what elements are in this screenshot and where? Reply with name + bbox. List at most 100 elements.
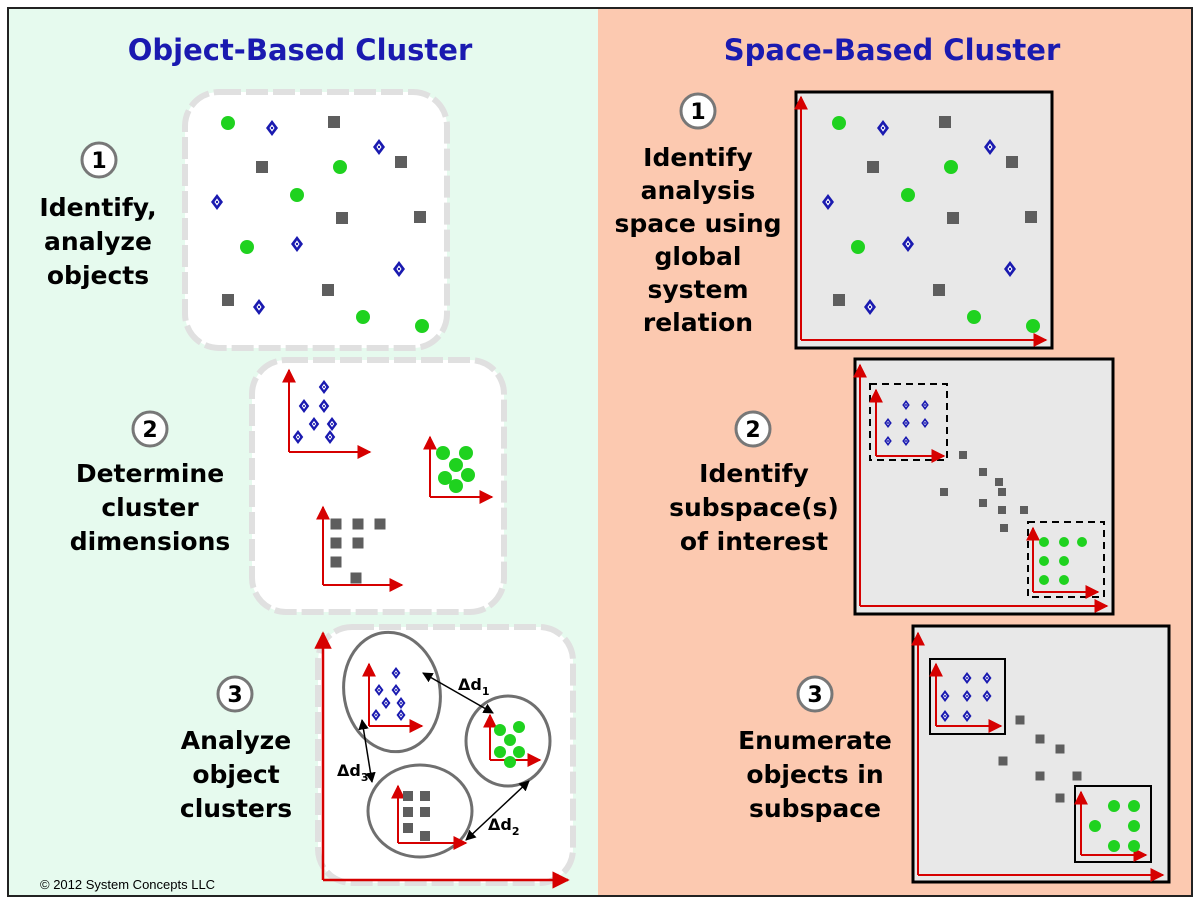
scattered-objects <box>211 116 429 333</box>
diamond-core <box>312 422 316 426</box>
blue-diamond-icon <box>374 684 384 696</box>
green-circle-icon <box>449 479 463 493</box>
enumerated-objects <box>911 631 1165 882</box>
gray-square-icon <box>256 161 268 173</box>
diamond-core <box>887 440 889 442</box>
step-number: 1 <box>91 149 106 174</box>
diamond-core <box>257 305 261 309</box>
gray-square-icon <box>1055 744 1065 754</box>
diamond-core <box>868 305 872 309</box>
diamond-core <box>400 714 402 716</box>
green-circle-icon <box>494 724 506 736</box>
step-number: 3 <box>227 683 242 708</box>
distance-label-d3: Δd3 <box>337 761 369 784</box>
diamond-core <box>328 435 332 439</box>
gray-square-icon <box>330 518 342 530</box>
step-number: 3 <box>807 683 822 708</box>
blue-diamond-icon <box>373 139 385 155</box>
diamond-core <box>887 422 889 424</box>
green-circle-icon <box>1077 537 1087 547</box>
green-circle-icon <box>436 446 450 460</box>
blue-diamond-icon <box>864 299 876 315</box>
green-circle-icon <box>333 160 347 174</box>
diamond-core <box>966 695 968 697</box>
blue-diamond-icon <box>902 436 910 446</box>
diamond-core <box>395 672 397 674</box>
green-circle-icon <box>1039 575 1049 585</box>
blue-diamond-icon <box>962 672 972 684</box>
step-text-line: analyze <box>44 227 152 256</box>
object-step-2: 2 Determine cluster dimensions <box>70 410 230 556</box>
outer-border <box>7 7 1193 897</box>
diamond-core <box>924 404 926 406</box>
space-step-3: 3 Enumerate objects in subspace <box>738 675 892 823</box>
green-circle-icon <box>513 721 525 733</box>
step-text-line: analysis <box>641 176 756 205</box>
step-text-line: subspace(s) <box>669 493 839 522</box>
green-circle-icon <box>1059 537 1069 547</box>
gray-square-icon <box>1020 506 1028 514</box>
gray-square-icon <box>420 831 430 841</box>
gray-square-icon <box>995 478 1003 486</box>
gray-square-icon <box>979 499 987 507</box>
copyright-notice: © 2012 System Concepts LLC <box>40 877 215 892</box>
green-circle-icon <box>356 310 370 324</box>
diamond-core <box>295 242 299 246</box>
objects-box <box>182 89 450 351</box>
blue-diamond-icon <box>877 120 889 136</box>
step-text-line: of interest <box>680 527 828 556</box>
gray-square-icon <box>1035 734 1045 744</box>
blue-diamond-icon <box>884 418 892 428</box>
step-text-line: relation <box>643 308 753 337</box>
object-cluster-analysis <box>314 630 570 889</box>
blue-diamond-icon <box>291 236 303 252</box>
gray-square-icon <box>1055 793 1065 803</box>
green-circle-icon <box>438 471 452 485</box>
blue-diamond-icon <box>940 710 950 722</box>
gray-square-icon <box>414 211 426 223</box>
green-circle-icon <box>449 458 463 472</box>
step-number-badge <box>131 410 169 448</box>
gray-square-icon <box>420 791 430 801</box>
gray-square-icon <box>350 572 362 584</box>
gray-square-icon <box>998 506 1006 514</box>
green-circle-icon <box>494 746 506 758</box>
green-circle-icon <box>944 160 958 174</box>
gray-square-icon <box>1072 771 1082 781</box>
green-circle-icon <box>1108 840 1120 852</box>
object-step-3: 3 Analyze object clusters <box>180 675 292 823</box>
gray-square-icon <box>395 156 407 168</box>
diamond-core <box>966 715 968 717</box>
green-circle-icon <box>504 734 516 746</box>
green-circle-icon <box>1026 319 1040 333</box>
step-text-line: space using <box>614 209 781 238</box>
blue-diamond-icon <box>381 697 391 709</box>
gray-square-icon <box>1035 771 1045 781</box>
diamond-core <box>986 695 988 697</box>
diamond-core <box>397 267 401 271</box>
subspace-dashed-frame <box>869 383 948 461</box>
blue-diamond-icon <box>324 430 336 444</box>
gray-square-icon <box>998 488 1006 496</box>
distance-arrow <box>422 672 494 714</box>
analysis-space-objects <box>794 95 1048 347</box>
gray-square-icon <box>867 161 879 173</box>
blue-diamond-icon <box>962 690 972 702</box>
gray-square-icon <box>330 556 342 568</box>
blue-diamond-icon <box>391 667 401 679</box>
blue-diamond-icon <box>884 436 892 446</box>
diamond-core <box>944 715 946 717</box>
green-circle-icon <box>1039 537 1049 547</box>
gray-square-icon <box>222 294 234 306</box>
green-circle-icon <box>221 116 235 130</box>
step-text-line: Identify, <box>39 193 156 222</box>
blue-diamond-icon <box>962 710 972 722</box>
green-circle-icon <box>832 116 846 130</box>
diamond-core <box>905 422 907 424</box>
space-step-2: 2 Identify subspace(s) of interest <box>669 410 839 556</box>
green-circle-icon <box>415 319 429 333</box>
distance-arrow <box>358 718 376 784</box>
diamond-core <box>385 702 387 704</box>
space-step-1: 1 Identify analysis space using global s… <box>614 92 782 337</box>
gray-square-icon <box>979 468 987 476</box>
